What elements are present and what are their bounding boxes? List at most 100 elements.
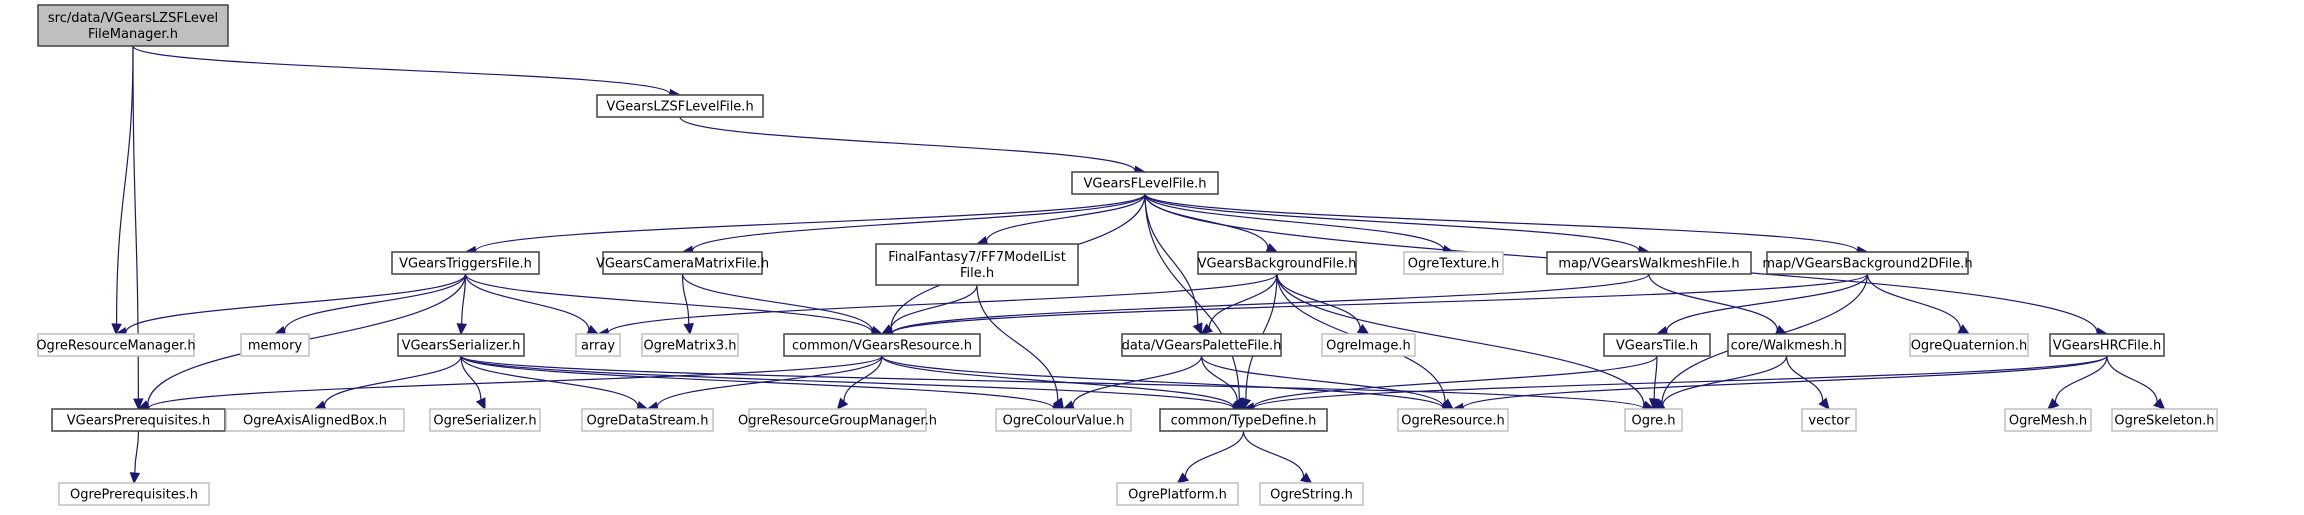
edge-line: [1242, 430, 1305, 478]
node-ogredatastream: OgreDataStream.h: [581, 408, 714, 432]
node-box: [37, 333, 195, 357]
arrowhead-icon: [111, 323, 122, 336]
node-tile[interactable]: VGearsTile.h: [1603, 333, 1711, 357]
edge-line: [881, 355, 1444, 409]
edge-triggers-to-vgresource: [464, 273, 884, 338]
node-box: [1159, 408, 1328, 432]
node-array: array: [575, 333, 621, 357]
edge-triggers-to-serializer: [456, 273, 468, 336]
edge-camera-to-vgresource: [681, 273, 884, 337]
edge-line: [1184, 430, 1245, 477]
arrowhead-icon: [683, 322, 694, 336]
edge-vgresource-to-ogredatastream: [646, 355, 883, 412]
node-palette[interactable]: data/VGearsPaletteFile.h: [1121, 333, 1282, 357]
edge-flevel-to-ogretexture: [1144, 193, 1455, 256]
edge-line: [681, 273, 690, 325]
node-walkmesh[interactable]: core/Walkmesh.h: [1727, 333, 1846, 357]
edge-line: [691, 193, 1146, 252]
edge-serializer-to-ogreaabb: [313, 355, 462, 411]
edge-line: [891, 273, 1650, 334]
node-label: VGearsTile.h: [1616, 339, 1698, 354]
node-ogreserializer: OgreSerializer.h: [429, 408, 541, 432]
node-prereq[interactable]: VGearsPrerequisites.h: [51, 408, 226, 432]
node-box: [1116, 482, 1239, 506]
edge-bg2d-to-tile: [1655, 273, 1869, 337]
node-triggers[interactable]: VGearsTriggersFile.h: [391, 251, 540, 275]
edge-line: [607, 273, 1278, 334]
node-bg2d[interactable]: map/VGearsBackground2DFile.h: [1762, 251, 1973, 275]
node-box: [1801, 408, 1857, 432]
node-box: [875, 243, 1079, 286]
edge-line: [323, 355, 462, 406]
node-label: VGearsLZSFLevelFile.h: [606, 100, 753, 115]
edge-line: [464, 273, 873, 333]
edge-line: [1866, 273, 1961, 329]
node-label: array: [581, 339, 615, 354]
node-background[interactable]: VGearsBackgroundFile.h: [1197, 251, 1357, 275]
edge-palette-to-typedefine: [1200, 355, 1245, 410]
edge-line: [1072, 355, 1203, 406]
edge-camera-to-ogrematrix3: [681, 273, 694, 336]
edge-triggers-to-ogreresmgr: [114, 273, 467, 338]
edge-triggers-to-array: [464, 273, 600, 335]
node-ogrestring: OgreString.h: [1259, 482, 1364, 506]
node-flevel[interactable]: VGearsFLevelFile.h: [1071, 171, 1219, 195]
node-camera[interactable]: VGearsCameraMatrixFile.h: [596, 251, 769, 275]
arrowhead-icon: [133, 398, 144, 411]
node-label: map/VGearsBackground2DFile.h: [1762, 257, 1972, 272]
node-box: [2004, 408, 2092, 432]
node-box: [1121, 333, 1282, 357]
edge-line: [843, 355, 883, 402]
node-label: OgreResourceGroupManager.h: [738, 414, 937, 429]
edge-walkmesh-to-vector: [1785, 355, 1830, 410]
node-box: [1766, 251, 1969, 275]
node-label: OgreSerializer.h: [433, 414, 536, 429]
node-label: OgreAxisAlignedBox.h: [243, 414, 387, 429]
node-label: common/TypeDefine.h: [1171, 414, 1317, 429]
node-label: File.h: [960, 266, 994, 281]
arrowhead-icon: [1192, 322, 1203, 336]
node-label: OgreImage.h: [1326, 339, 1411, 354]
edge-line: [1144, 193, 1269, 249]
edge-line: [1144, 193, 1199, 325]
node-label: OgreResourceManager.h: [36, 339, 195, 354]
edge-bg2d-to-ogrequat: [1866, 273, 1971, 335]
node-box: [1727, 333, 1846, 357]
arrowhead-icon: [456, 323, 468, 336]
node-box: [2111, 408, 2218, 432]
edge-triggers-to-memory: [273, 273, 467, 336]
node-label: OgreResource.h: [1401, 414, 1505, 429]
node-box: [1197, 251, 1357, 275]
node-vgresource[interactable]: common/VGearsResource.h: [783, 333, 981, 357]
node-ogreprereq: OgrePrerequisites.h: [58, 482, 210, 506]
edge-line: [460, 355, 1645, 410]
node-box: [575, 333, 621, 357]
node-serializer[interactable]: VGearsSerializer.h: [397, 333, 525, 357]
node-box: [596, 94, 764, 118]
node-lzsf[interactable]: VGearsLZSFLevelFile.h: [596, 94, 764, 118]
node-box: [1321, 333, 1416, 357]
node-hrc[interactable]: VGearsHRCFile.h: [2049, 333, 2165, 357]
edge-background-to-palette: [1200, 273, 1278, 335]
edge-hrc-to-ogreskeleton: [2106, 355, 2166, 410]
node-label: OgrePlatform.h: [1128, 488, 1227, 503]
edge-line: [1276, 273, 1645, 406]
edge-line: [1648, 273, 1778, 331]
node-label: src/data/VGearsLZSFLevel: [48, 11, 218, 26]
edge-line: [1144, 193, 1240, 400]
node-ogrequat: OgreQuaternion.h: [1909, 333, 2029, 357]
edge-tile-to-ogreh: [1648, 355, 1660, 411]
node-typedefine[interactable]: common/TypeDefine.h: [1159, 408, 1328, 432]
node-label: OgreQuaternion.h: [1911, 339, 2028, 354]
node-ogrergm: OgreResourceGroupManager.h: [738, 408, 937, 432]
node-label: VGearsHRCFile.h: [2053, 339, 2161, 354]
node-box: [1403, 251, 1504, 275]
node-box: [783, 333, 981, 357]
edge-line: [976, 284, 1059, 401]
node-label: FileManager.h: [88, 27, 178, 42]
node-walkmeshfile[interactable]: map/VGearsWalkmeshFile.h: [1546, 251, 1752, 275]
edge-prereq-to-ogreprereq: [129, 430, 141, 485]
